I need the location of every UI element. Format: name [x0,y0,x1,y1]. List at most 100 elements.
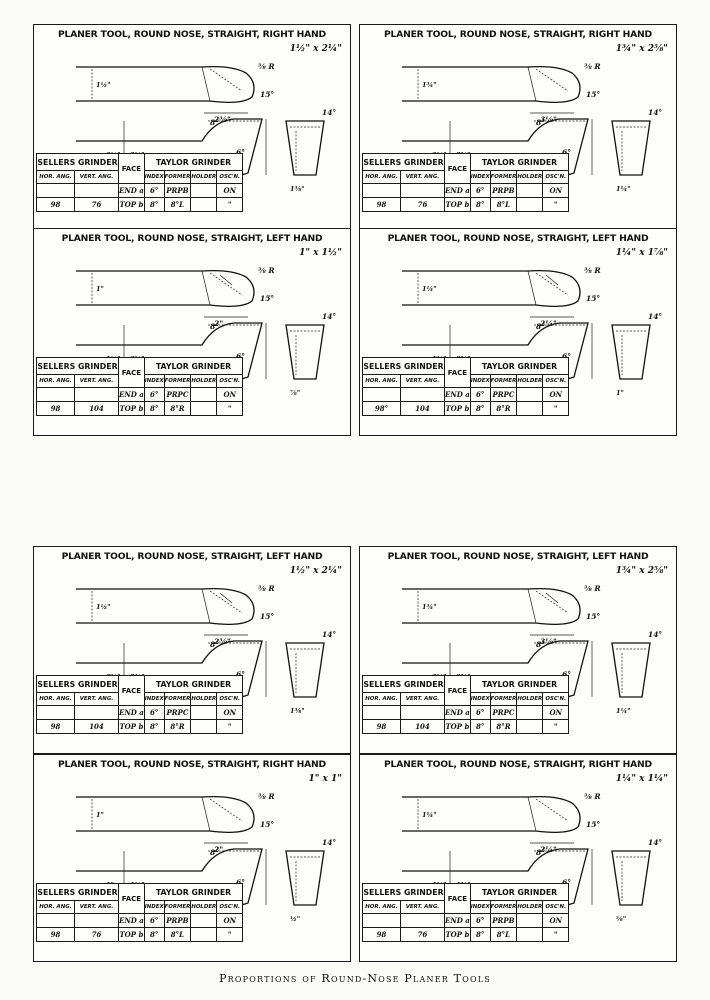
dimension-length: 3⅛" [540,637,557,646]
face-header: FACE [444,675,471,706]
sellers-grinder-header: SELLERS GRINDER [362,357,445,375]
hor-ang-cell: 98° [362,401,401,416]
face-top-cell: TOP b [444,401,471,416]
dimension-length: 2¼" [539,319,557,328]
oscn-cell: ON [542,705,570,720]
dimension-side-angle: 6° [562,148,571,157]
tool-size: 1¾" x 2⅝" [615,566,668,576]
dimension-top-angle: 15° [586,820,600,829]
oscn-header: OSC'N. [542,374,570,388]
tool-panel: PLANER TOOL, ROUND NOSE, STRAIGHT, LEFT … [359,546,677,754]
oscn-cell: ON [216,387,244,402]
face-header: FACE [444,883,471,914]
oscn-header: OSC'N. [542,692,570,706]
dimension-thickness: 1¼" [422,285,437,293]
sellers-grinder-header: SELLERS GRINDER [36,883,119,901]
vert-ang-cell: 76 [400,197,445,212]
taylor-grinder-header: TAYLOR GRINDER [469,153,570,171]
dimension-clearance-angle: 8° [210,322,219,331]
tool-panel: PLANER TOOL, ROUND NOSE, STRAIGHT, RIGHT… [359,24,677,232]
dimension-top-angle: 15° [260,820,274,829]
oscn-cell: " [542,719,570,734]
dimension-thickness: 1½" [96,603,111,611]
hor-ang-header: HOR. ANG. [362,692,401,706]
holder-header: HOLDER [190,900,218,914]
index-cell: 8° [143,401,165,416]
tool-end-hidden-lines [616,330,646,375]
taylor-grinder-header: TAYLOR GRINDER [469,357,570,375]
tool-plan-edge [209,272,243,296]
dimension-top-angle: 15° [586,294,600,303]
table-cell [36,913,75,928]
dimension-width: ½" [290,915,300,923]
vert-ang-cell: 104 [400,401,445,416]
index-header: INDEX [143,170,165,184]
tool-size: 1½" x 2¼" [289,566,342,576]
dimension-nose-radius: ⅜ R [584,584,601,593]
tool-side-outline [402,118,589,186]
face-header: FACE [118,675,145,706]
taylor-grinder-header: TAYLOR GRINDER [469,675,570,693]
dimension-length: 2⅝" [213,637,231,646]
holder-header: HOLDER [190,692,218,706]
tool-end-hidden-lines [290,330,320,375]
index-cell: 8° [469,719,491,734]
vert-ang-cell: 76 [74,197,119,212]
holder-cell [190,387,218,402]
table-cell [74,705,119,720]
dimension-clearance-angle: 8° [210,640,219,649]
tool-side-outline [76,640,263,708]
index-header: INDEX [143,374,165,388]
face-header: FACE [444,153,471,184]
oscn-cell: ON [216,913,244,928]
taylor-grinder-header: TAYLOR GRINDER [143,357,244,375]
index-header: INDEX [469,374,491,388]
oscn-cell: ON [216,705,244,720]
tool-side-outline [402,640,589,708]
holder-cell [190,927,218,942]
tool-end-view [611,642,651,698]
dimension-width: 1⅜" [290,707,305,715]
former-cell: 8°L [489,197,518,212]
oscn-header: OSC'N. [216,692,244,706]
tool-end-view [285,642,325,698]
face-header: FACE [118,153,145,184]
hor-ang-header: HOR. ANG. [36,692,75,706]
index-cell: 8° [143,927,165,942]
dimension-side-angle: 6° [562,670,571,679]
hor-ang-cell: 98 [362,927,401,942]
tool-panel: PLANER TOOL, ROUND NOSE, STRAIGHT, LEFT … [33,228,351,436]
vert-ang-header: VERT. ANG. [74,374,119,388]
oscn-cell: " [542,401,570,416]
tool-plan-outline [402,65,581,103]
dimension-clearance-angle: 8° [210,118,219,127]
index-cell: 6° [143,183,165,198]
tool-panel: PLANER TOOL, ROUND NOSE, STRAIGHT, RIGHT… [33,24,351,232]
index-header: INDEX [469,900,491,914]
former-cell: PRPC [163,705,192,720]
holder-cell [190,913,218,928]
tool-end-view [285,324,325,380]
vert-ang-cell: 104 [74,719,119,734]
tool-side-outline [402,848,589,916]
hor-ang-cell: 98 [36,927,75,942]
dimension-side-angle: 6° [236,148,245,157]
dimension-length: 2⅜" [213,115,231,124]
hor-ang-header: HOR. ANG. [362,900,401,914]
tool-plan-cut-line [201,66,211,102]
left-hand-marker [545,274,559,286]
index-header: INDEX [143,692,165,706]
former-cell: 8°L [489,927,518,942]
former-cell: PRPB [489,913,518,928]
former-header: FORMER [163,170,192,184]
dimension-top-angle: 15° [260,294,274,303]
tool-panel: PLANER TOOL, ROUND NOSE, STRAIGHT, LEFT … [33,546,351,754]
former-cell: PRPC [163,387,192,402]
holder-header: HOLDER [516,374,544,388]
face-end-cell: END a [118,705,145,720]
tool-plan-cut-line [527,588,537,624]
oscn-cell: " [216,401,244,416]
tool-plan-cut-line [201,796,211,832]
